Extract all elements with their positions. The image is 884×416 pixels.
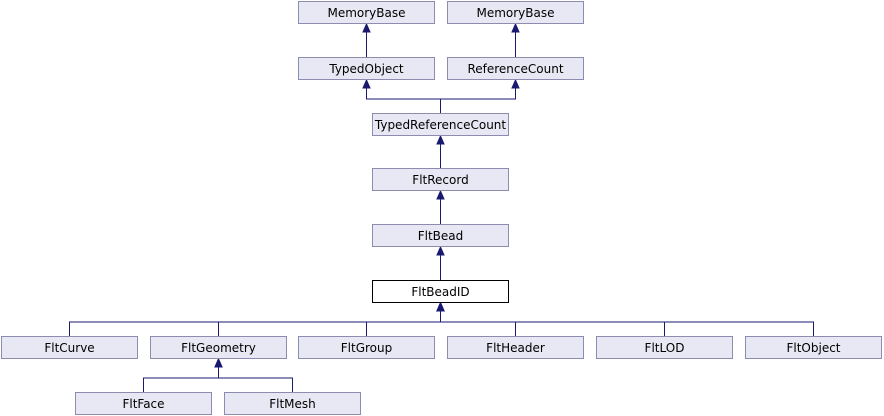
inheritance-edge-fltcurve-to-fltbeadid — [69, 301, 445, 336]
class-node-label: FltRecord — [412, 173, 468, 187]
class-node-label: MemoryBase — [327, 6, 405, 20]
edges-layer — [69, 22, 814, 392]
class-node-fltgeometry[interactable]: FltGeometry — [150, 336, 287, 359]
class-node-fltcurve[interactable]: FltCurve — [1, 336, 138, 359]
class-node-label: FltHeader — [486, 341, 545, 355]
class-node-label: FltBeadID — [411, 285, 469, 299]
class-node-label: TypedReferenceCount — [374, 118, 507, 132]
class-node-memorybase-2[interactable]: MemoryBase — [447, 1, 584, 24]
class-node-label: FltCurve — [44, 341, 94, 355]
class-node-memorybase-1[interactable]: MemoryBase — [298, 1, 435, 24]
arrowhead-icon — [436, 245, 445, 256]
inheritance-edge-referencecount-to-memorybase-2 — [511, 22, 520, 57]
arrowhead-icon — [511, 22, 520, 33]
class-node-box — [372, 280, 509, 303]
class-node-box — [298, 1, 435, 24]
class-node-label: FltBead — [418, 229, 464, 243]
class-node-box — [447, 336, 584, 359]
class-node-box — [372, 113, 509, 136]
inheritance-edge-fltgroup-to-fltbeadid — [366, 301, 445, 336]
arrowhead-icon — [362, 78, 371, 89]
arrowhead-icon — [436, 189, 445, 200]
inheritance-edge-typedreferencecount-to-typedobject — [362, 78, 441, 113]
inheritance-edge-fltmesh-to-fltgeometry — [214, 357, 293, 392]
class-node-fltbead[interactable]: FltBead — [372, 224, 509, 247]
edge-line — [440, 309, 814, 336]
inheritance-edge-fltbead-to-fltrecord — [436, 189, 445, 224]
class-node-box — [224, 392, 361, 415]
class-node-referencecount[interactable]: ReferenceCount — [447, 57, 584, 80]
inheritance-edge-typedreferencecount-to-referencecount — [440, 78, 520, 113]
class-node-box — [447, 57, 584, 80]
inheritance-edge-fltbeadid-to-fltbead — [436, 245, 445, 280]
class-node-label: ReferenceCount — [467, 62, 563, 76]
inheritance-edge-fltface-to-fltgeometry — [143, 357, 223, 392]
class-node-label: FltMesh — [269, 397, 316, 411]
edge-line — [218, 365, 293, 392]
edge-line — [440, 86, 516, 113]
class-node-box — [447, 1, 584, 24]
class-node-fltmesh[interactable]: FltMesh — [224, 392, 361, 415]
edge-line — [366, 86, 441, 113]
class-node-fltbeadid: FltBeadID — [372, 280, 509, 303]
class-node-box — [596, 336, 733, 359]
class-node-label: FltGeometry — [181, 341, 256, 355]
edge-line — [143, 365, 219, 392]
inheritance-edge-fltobject-to-fltbeadid — [436, 301, 814, 336]
class-node-box — [1, 336, 138, 359]
class-node-box — [372, 168, 509, 191]
class-node-typedobject[interactable]: TypedObject — [298, 57, 435, 80]
class-node-fltheader[interactable]: FltHeader — [447, 336, 584, 359]
inheritance-edge-typedobject-to-memorybase-1 — [362, 22, 371, 57]
class-node-fltlod[interactable]: FltLOD — [596, 336, 733, 359]
inheritance-edge-fltlod-to-fltbeadid — [436, 301, 665, 336]
class-node-box — [298, 57, 435, 80]
class-node-fltobject[interactable]: FltObject — [745, 336, 882, 359]
class-node-label: MemoryBase — [476, 6, 554, 20]
class-node-label: FltLOD — [645, 341, 685, 355]
class-node-label: FltFace — [122, 397, 164, 411]
class-node-typedreferencecount[interactable]: TypedReferenceCount — [372, 113, 509, 136]
arrowhead-icon — [436, 301, 445, 312]
class-node-label: FltObject — [786, 341, 840, 355]
class-node-box — [372, 224, 509, 247]
inheritance-edge-fltgeometry-to-fltbeadid — [218, 301, 445, 336]
class-node-label: TypedObject — [328, 62, 404, 76]
arrowhead-icon — [214, 357, 223, 368]
class-node-fltgroup[interactable]: FltGroup — [298, 336, 435, 359]
class-node-fltrecord[interactable]: FltRecord — [372, 168, 509, 191]
arrowhead-icon — [362, 22, 371, 33]
inheritance-edge-fltrecord-to-typedreferencecount — [436, 134, 445, 168]
class-node-fltface[interactable]: FltFace — [75, 392, 212, 415]
inheritance-edge-fltheader-to-fltbeadid — [436, 301, 516, 336]
class-node-box — [298, 336, 435, 359]
arrowhead-icon — [511, 78, 520, 89]
class-node-box — [150, 336, 287, 359]
arrowhead-icon — [436, 134, 445, 145]
class-node-label: FltGroup — [341, 341, 392, 355]
class-node-box — [75, 392, 212, 415]
class-node-box — [745, 336, 882, 359]
edge-line — [366, 309, 441, 336]
